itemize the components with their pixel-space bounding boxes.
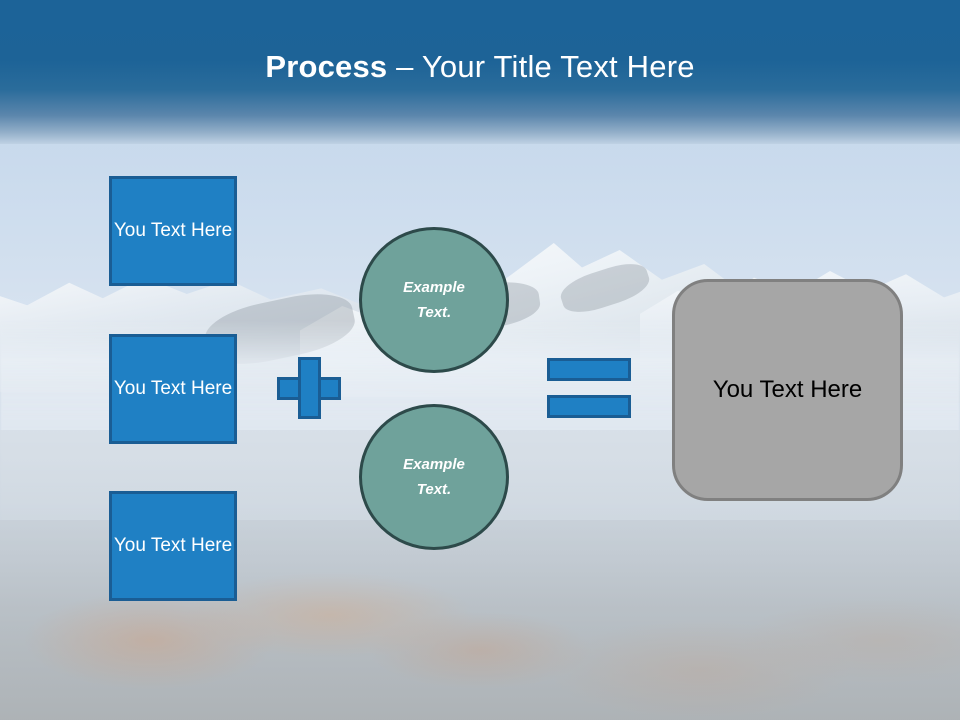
example-circle-top-line2: Text.: [416, 304, 452, 321]
example-circle-top[interactable]: Example Text.: [359, 227, 509, 373]
plus-icon-center-fill: [301, 380, 318, 397]
result-box-label: You Text Here: [712, 376, 863, 403]
page-title-rest: – Your Title Text Here: [387, 49, 695, 84]
equals-icon: [547, 358, 631, 418]
input-box-1[interactable]: You Text Here: [109, 176, 237, 286]
input-box-1-label: You Text Here: [113, 220, 233, 241]
example-circle-bottom[interactable]: Example Text.: [359, 404, 509, 550]
input-box-3-label: You Text Here: [113, 535, 233, 556]
example-circle-bottom-line1: Example: [403, 456, 465, 473]
page-title-strong: Process: [265, 49, 388, 84]
example-circle-bottom-line2: Text.: [416, 481, 452, 498]
example-circle-top-line1: Example: [403, 279, 465, 296]
result-box[interactable]: You Text Here: [672, 279, 903, 501]
input-box-2-label: You Text Here: [113, 378, 233, 399]
page-title: Process – Your Title Text Here: [0, 48, 960, 86]
slide-title-bar: Process – Your Title Text Here: [0, 0, 960, 144]
plus-icon: [277, 357, 341, 419]
equals-icon-bottom-bar: [547, 395, 631, 418]
input-box-3[interactable]: You Text Here: [109, 491, 237, 601]
equals-icon-top-bar: [547, 358, 631, 381]
input-box-2[interactable]: You Text Here: [109, 334, 237, 444]
